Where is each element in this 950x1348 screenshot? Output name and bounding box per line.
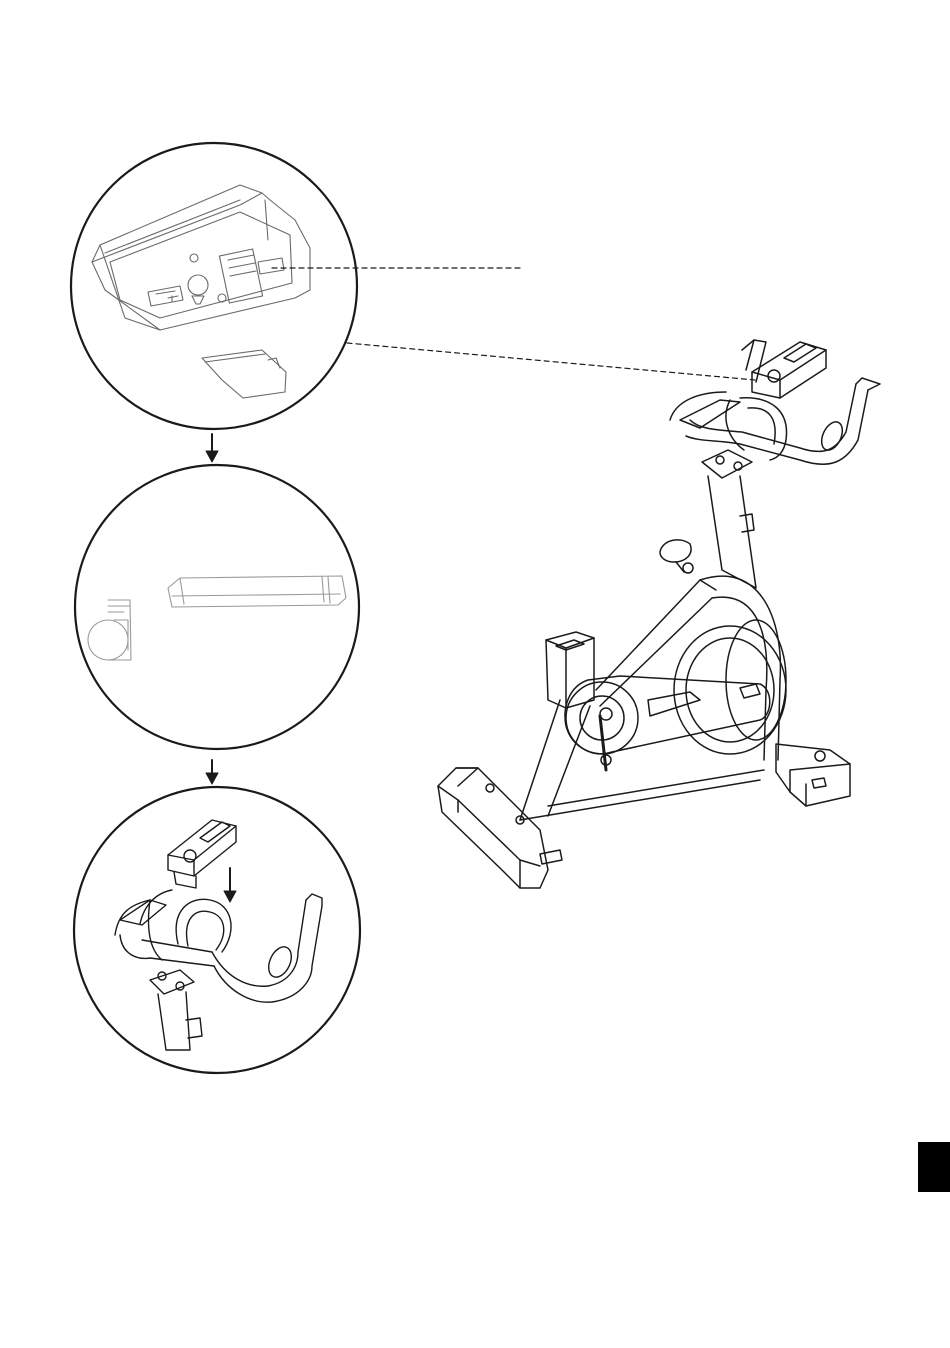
step-arrow-down-icon (206, 760, 218, 784)
detail-console-mounting (74, 787, 360, 1073)
exercise-bike (438, 340, 880, 888)
step-arrow-down-icon (206, 434, 218, 462)
section-edge-tab (918, 1142, 950, 1192)
detail-battery-parts (75, 465, 359, 749)
insert-arrow-down-icon (224, 868, 236, 902)
detail-console-bracket (71, 143, 755, 429)
